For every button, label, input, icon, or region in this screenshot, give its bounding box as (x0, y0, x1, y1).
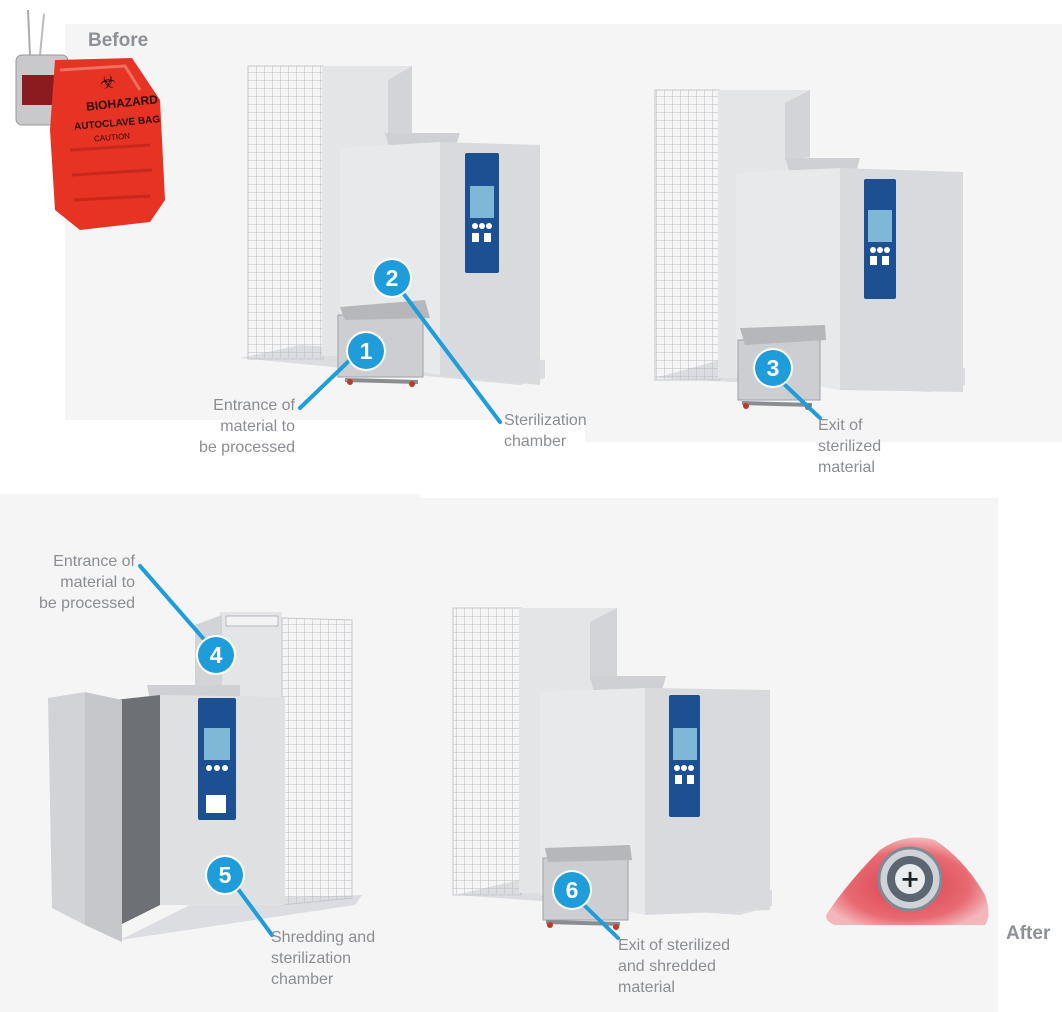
step-badge-1: 1 (348, 333, 384, 369)
step-badge-3: 3 (755, 350, 791, 386)
machine-bottom-left (48, 612, 362, 942)
before-heading: Before (88, 30, 149, 51)
step-label-6: Exit of sterilized and shredded material (618, 937, 731, 996)
callout-line-5 (236, 887, 274, 937)
machine-top-left (240, 65, 545, 387)
step-badge-6: 6 (554, 872, 590, 908)
step-badge-2: 2 (374, 260, 410, 296)
step-badge-4: 4 (198, 637, 234, 673)
callout-line-3 (783, 383, 822, 420)
step-label-4: Entrance of material to be processed (38, 553, 135, 612)
plus-icon: + (899, 865, 921, 893)
after-heading: After (1006, 923, 1051, 944)
before-bags-image (15, 9, 165, 230)
machine-top-right (654, 89, 965, 410)
step-label-3: Exit of sterilized material (818, 417, 882, 476)
callout-line-2 (398, 287, 502, 424)
step-label-1: Entrance of material to be processed (198, 397, 295, 456)
step-badge-5: 5 (207, 857, 243, 893)
callout-line-6 (583, 904, 620, 940)
after-shredded-pile-image (826, 837, 989, 925)
callout-line-1 (298, 356, 354, 410)
machine-bottom-right (452, 607, 772, 930)
step-label-5: Shredding and sterilization chamber (271, 929, 376, 988)
biohazard-icon: ☣ (98, 71, 118, 94)
callout-line-4 (138, 564, 211, 647)
step-label-2: Sterilization chamber (504, 412, 587, 450)
